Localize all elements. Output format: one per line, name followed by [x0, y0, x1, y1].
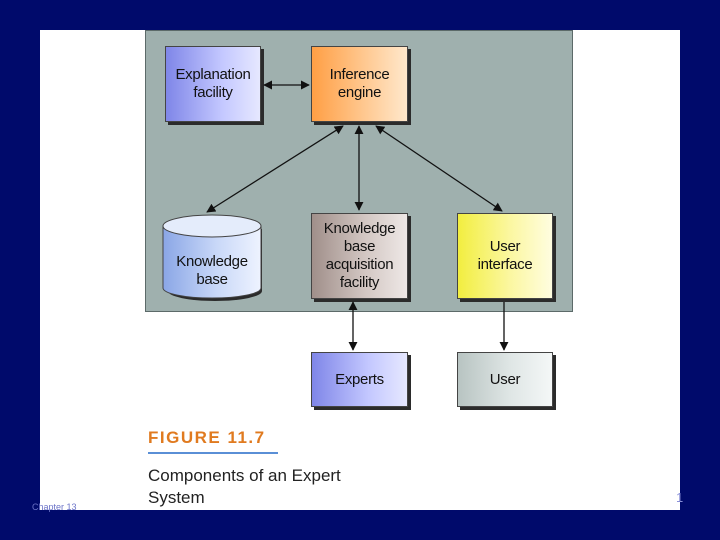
figure-number: FIGURE 11.7	[148, 428, 266, 447]
edge-inference-knowledge-base	[206, 125, 344, 213]
figure-caption: Components of an Expert System	[148, 466, 341, 507]
inference-engine-node: Inference engine	[311, 46, 408, 122]
user-interface-node: User interface	[457, 213, 553, 299]
knowledge-base-cylinder	[162, 214, 262, 301]
kb-acquisition-node: Knowledge base acquisition facility	[311, 213, 408, 299]
chapter-footer: Chapter 13	[32, 502, 77, 512]
edge-inference-user-interface	[375, 125, 503, 212]
user-node: User	[457, 352, 553, 407]
slide-number: 1	[676, 490, 684, 505]
explanation-facility-node: Explanation facility	[165, 46, 261, 122]
figure-rule	[148, 452, 278, 454]
knowledge-base-label: Knowledge base	[176, 253, 248, 288]
experts-node: Experts	[311, 352, 408, 407]
